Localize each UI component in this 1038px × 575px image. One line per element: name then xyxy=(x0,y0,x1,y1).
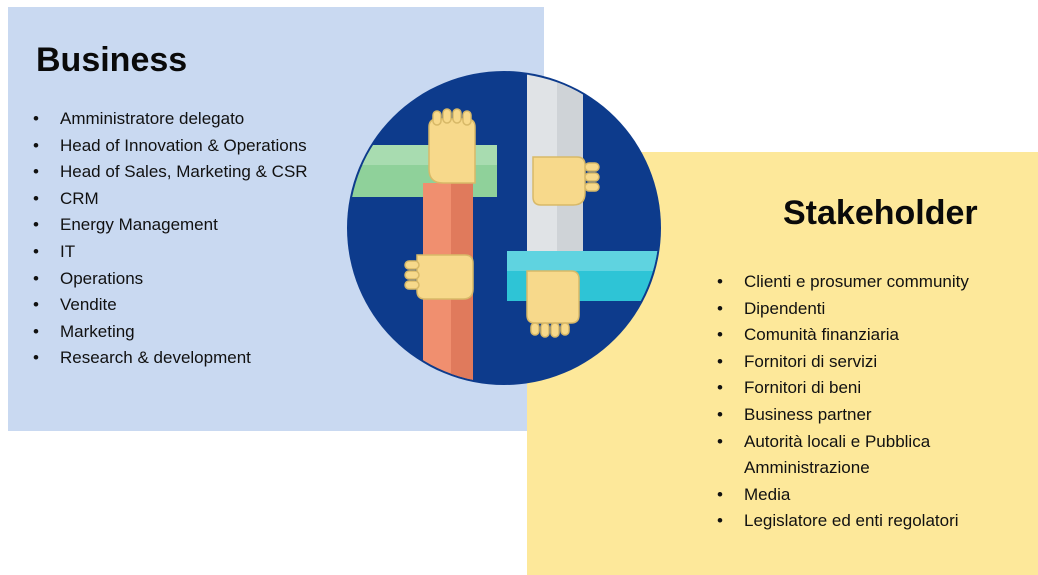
list-item: Research & development xyxy=(28,345,358,372)
list-item: Marketing xyxy=(28,319,358,346)
list-item: IT xyxy=(28,239,358,266)
list-item: Head of Sales, Marketing & CSR xyxy=(28,159,358,186)
list-item: Comunità finanziaria xyxy=(712,322,1032,349)
list-item: Legislatore ed enti regolatori xyxy=(712,508,1032,535)
business-title: Business xyxy=(36,41,188,79)
list-item: Vendite xyxy=(28,292,358,319)
list-item: Operations xyxy=(28,266,358,293)
list-item: Fornitori di beni xyxy=(712,375,1032,402)
hands xyxy=(404,108,600,338)
list-item: Autorità locali e Pubblica Amministrazio… xyxy=(712,429,1032,482)
joined-hands-icon xyxy=(347,71,661,385)
list-item: Dipendenti xyxy=(712,296,1032,323)
list-item: Fornitori di servizi xyxy=(712,349,1032,376)
list-item: Business partner xyxy=(712,402,1032,429)
list-item: CRM xyxy=(28,186,358,213)
list-item: Amministratore delegato xyxy=(28,106,358,133)
emblem-circle xyxy=(347,71,661,385)
business-list: Amministratore delegato Head of Innovati… xyxy=(28,106,358,372)
stakeholder-title: Stakeholder xyxy=(783,194,978,232)
list-item: Energy Management xyxy=(28,212,358,239)
stakeholder-list: Clienti e prosumer community Dipendenti … xyxy=(712,269,1032,535)
list-item: Clienti e prosumer community xyxy=(712,269,1032,296)
list-item: Head of Innovation & Operations xyxy=(28,133,358,160)
list-item: Media xyxy=(712,482,1032,509)
